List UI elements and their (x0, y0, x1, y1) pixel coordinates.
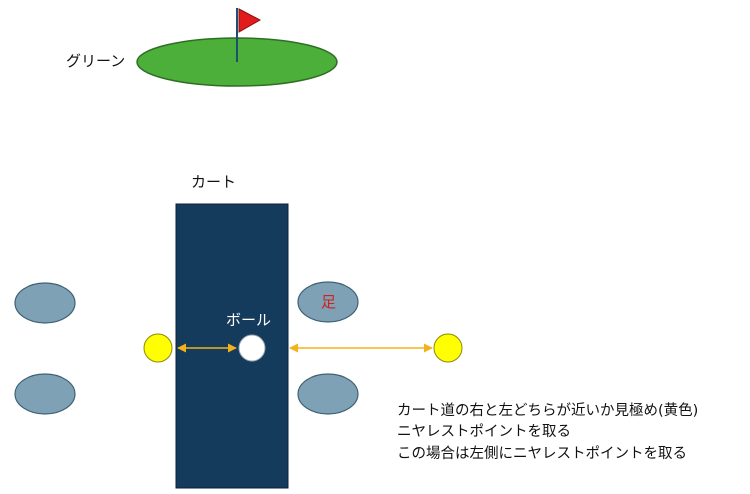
nearest-point-right (433, 333, 463, 363)
note-line-3: この場合は左側にニヤレストポイントを取る (397, 445, 687, 462)
note-line-2: ニヤレストポイントを取る (397, 424, 571, 441)
cart-label: カート (191, 173, 237, 191)
green-label: グリーン (66, 52, 126, 70)
stance-left-bottom (14, 373, 76, 415)
foot-label: 足 (321, 293, 337, 311)
foot-stance-right-top (297, 281, 359, 323)
ball (238, 334, 266, 362)
stance-left-top (14, 282, 76, 324)
ball-label: ボール (226, 311, 272, 329)
cart-path (175, 203, 289, 489)
explanation-note: カート道の右と左どちらが近いか見極め(黄色) ニヤレストポイントを取る この場合… (397, 401, 747, 465)
nearest-point-left (143, 333, 173, 363)
stance-right-bottom (297, 373, 359, 415)
flag-icon (238, 8, 262, 33)
note-line-1: カート道の右と左どちらが近いか見極め(黄色) (397, 403, 699, 419)
